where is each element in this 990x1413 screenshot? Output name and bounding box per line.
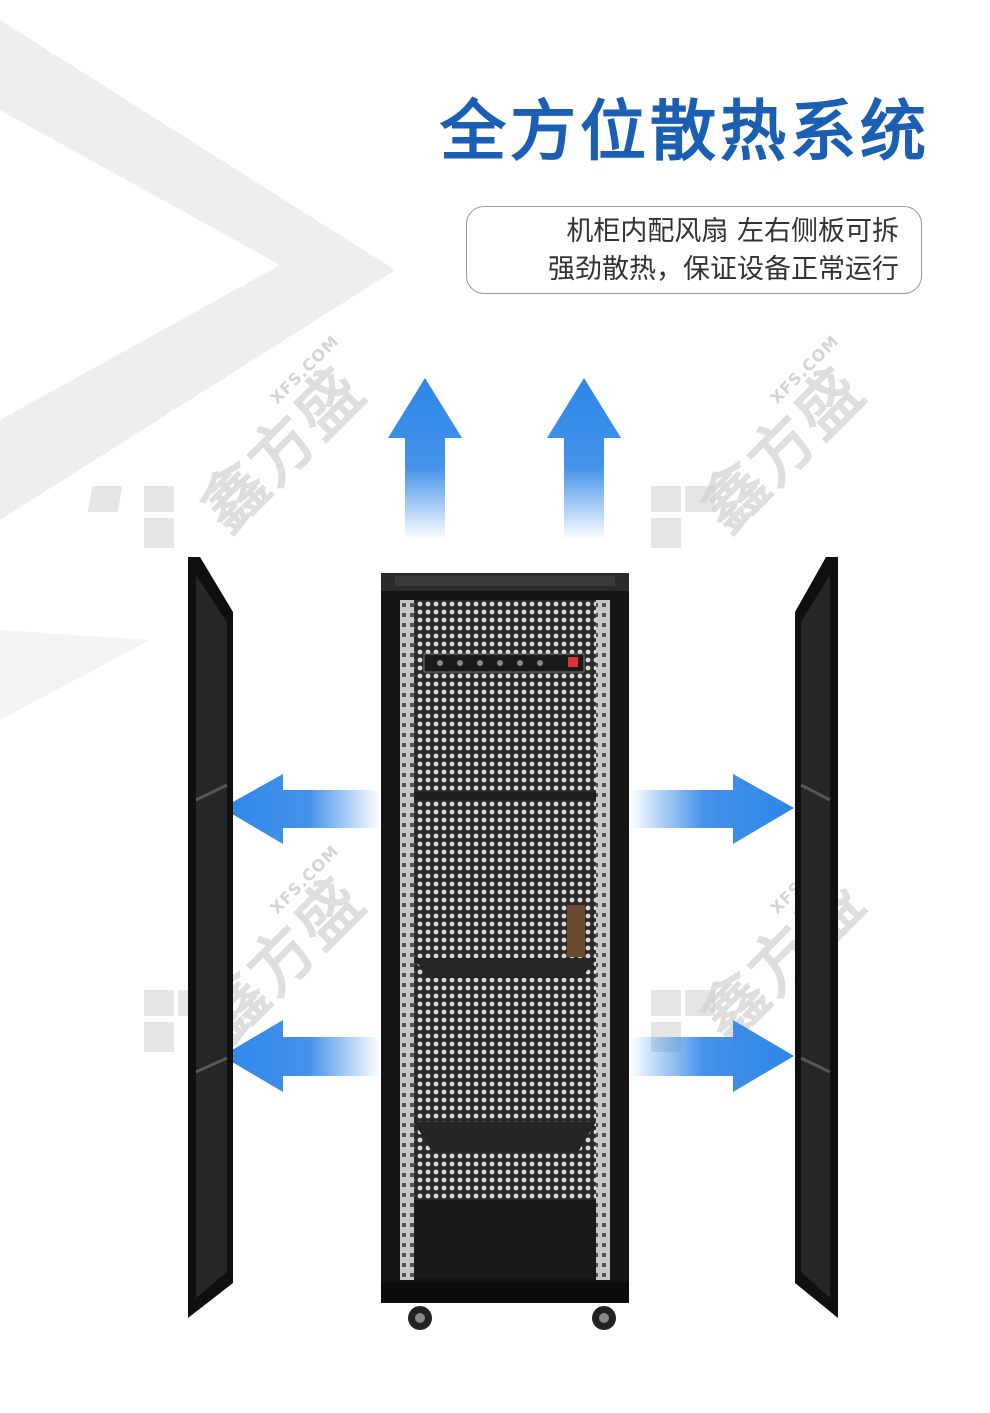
right-side-panel <box>795 557 838 1318</box>
subtitle-line-2: 强劲散热，保证设备正常运行 <box>548 254 899 285</box>
arrow-right-icon <box>630 774 794 844</box>
arrow-right-icon <box>630 1020 794 1092</box>
subtitle-box: 机柜内配风扇 左右侧板可拆 强劲散热，保证设备正常运行 <box>466 206 922 294</box>
page-title: 全方位散热系统 <box>440 93 930 170</box>
server-cabinet <box>381 573 629 1330</box>
arrow-left-icon <box>222 774 380 844</box>
arrow-up-icon <box>388 378 462 540</box>
subtitle-line-1: 机柜内配风扇 左右侧板可拆 <box>566 216 899 247</box>
left-side-panel <box>188 557 233 1318</box>
arrow-up-icon <box>547 378 621 540</box>
arrow-left-icon <box>222 1020 380 1092</box>
